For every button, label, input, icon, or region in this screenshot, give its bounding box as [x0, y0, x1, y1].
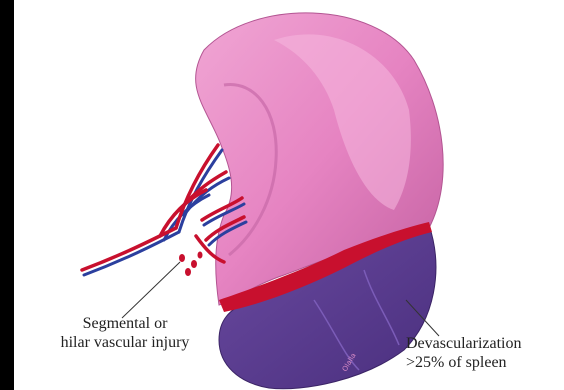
devascularization-line-1: Devascularization — [406, 334, 522, 353]
vascular-injury-label: Segmental or hilar vascular injury — [40, 314, 210, 352]
illustration-panel: Olalla Segmental or hilar vascular injur… — [14, 0, 564, 390]
devascularization-label: Devascularization >25% of spleen — [406, 334, 522, 372]
blood-drops — [179, 252, 203, 277]
devascularization-line-2: >25% of spleen — [406, 353, 522, 372]
vascular-injury-line-1: Segmental or — [40, 314, 210, 333]
vascular-injury-line-2: hilar vascular injury — [40, 333, 210, 352]
leader-line-vascular — [122, 262, 180, 318]
